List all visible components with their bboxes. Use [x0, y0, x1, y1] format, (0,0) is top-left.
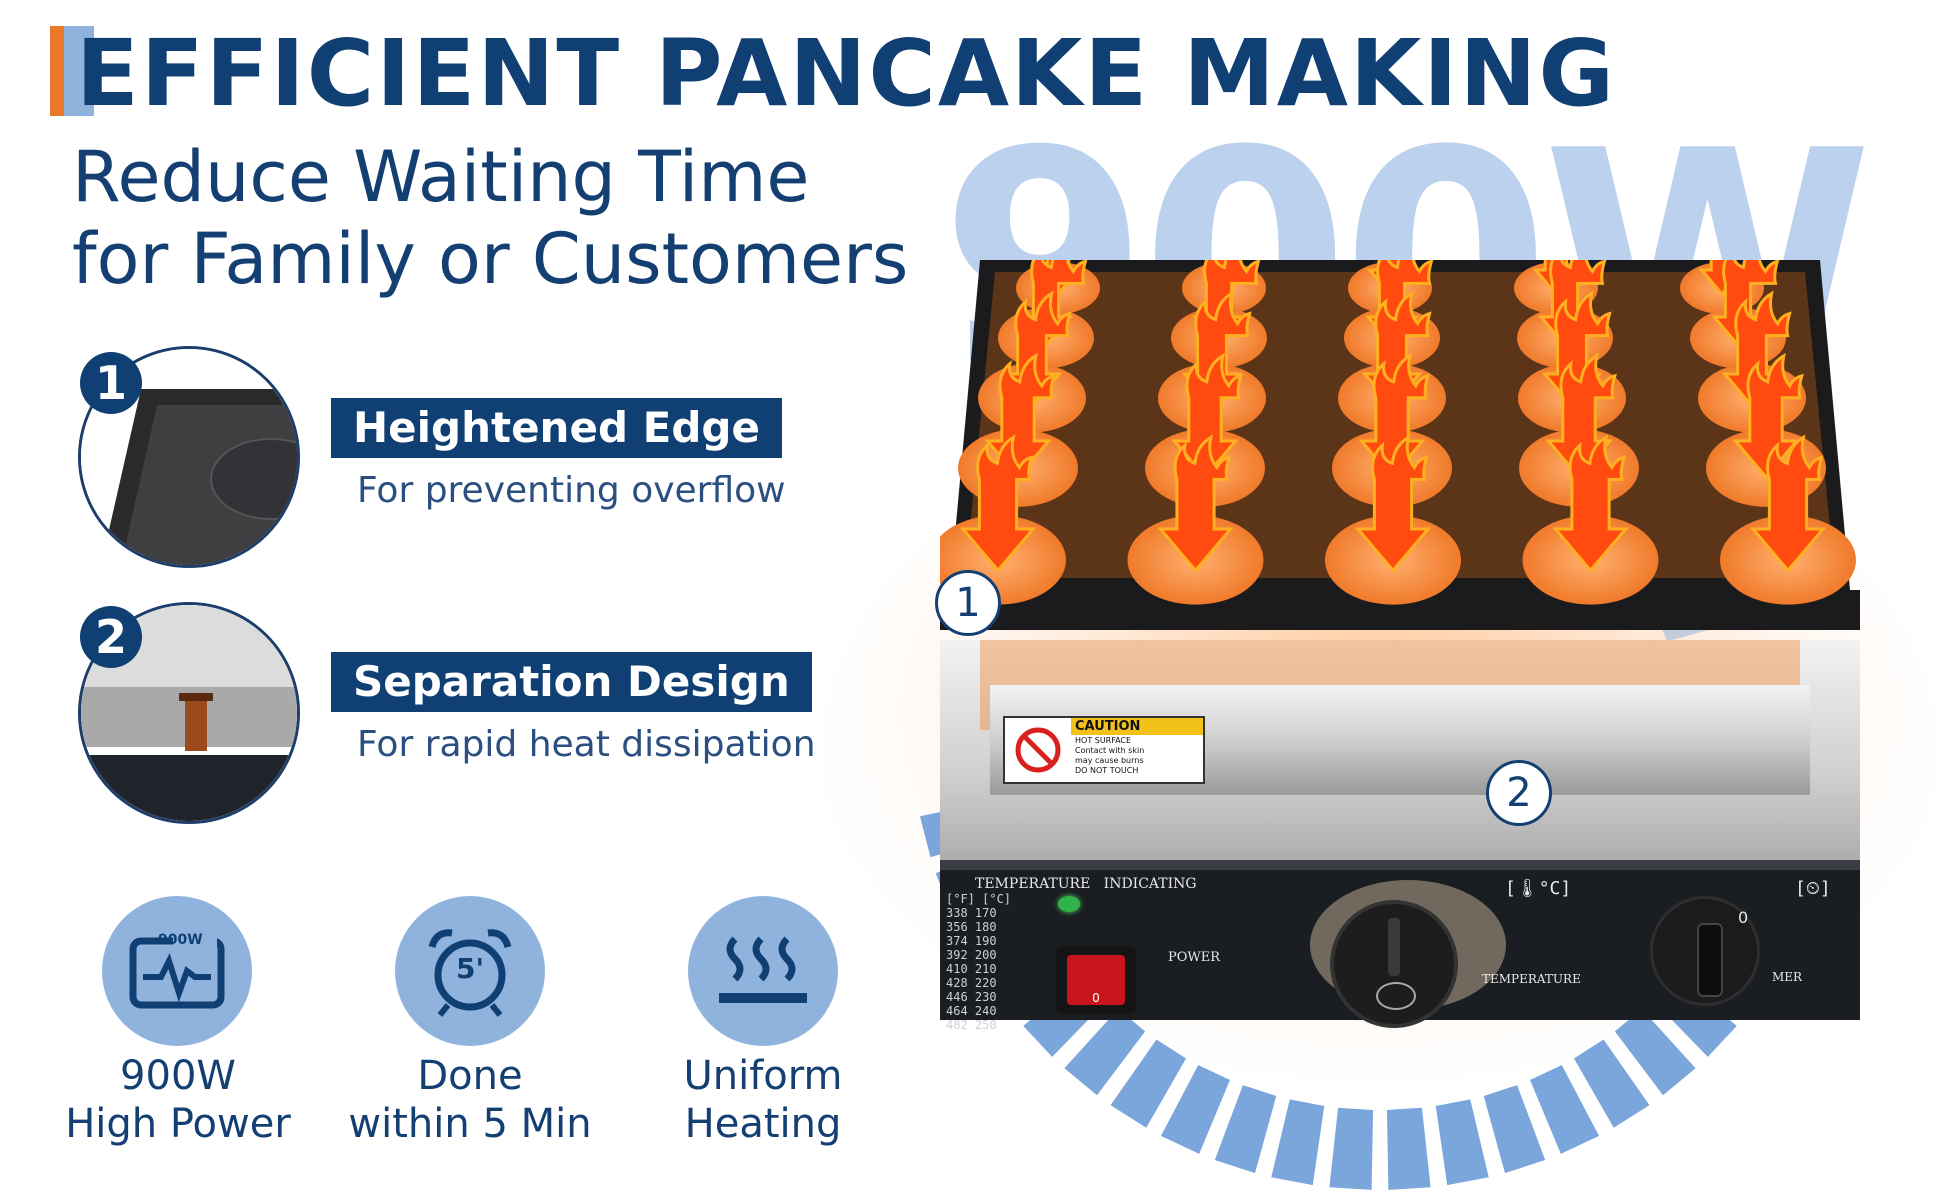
temp-table-row: 410 210 [946, 962, 997, 976]
icon-label-power-line-2: High Power [65, 1101, 291, 1147]
heat-ray [1110, 1039, 1187, 1128]
pancake-cup [1720, 434, 1856, 605]
heat-ray [1483, 1085, 1546, 1174]
power-meter-icon: 900W [102, 896, 252, 1046]
power-label: POWER [1168, 950, 1221, 965]
heat-ray [1160, 1065, 1230, 1154]
temp-table-row: 428 220 [946, 976, 997, 990]
temperature-knob [1330, 900, 1458, 1028]
temp-table-header: [°F] [°C] [946, 892, 1012, 906]
power-switch-rocker: 0 [1067, 955, 1125, 1005]
caution-line: may cause burns [1075, 756, 1144, 765]
caution-line: Contact with skin [1075, 746, 1145, 755]
heat-ray [1386, 1107, 1431, 1190]
heat-waves-icon [688, 896, 838, 1046]
heat-ray [1530, 1065, 1600, 1154]
feature-1-title: Heightened Edge [331, 398, 782, 458]
indicator-light [1058, 896, 1080, 912]
timer-dial-zero: 0 [1738, 908, 1749, 927]
power-switch: 0 [1056, 946, 1136, 1014]
icon-label-heating-line-1: Uniform [683, 1053, 843, 1099]
no-touch-icon [1005, 718, 1071, 782]
feature-2-number: 2 [80, 606, 142, 668]
feature-2-subtitle: For rapid heat dissipation [357, 724, 816, 765]
flame-arrow-icon [1358, 352, 1430, 480]
pancake-maker-product [940, 260, 1860, 1020]
alarm-clock-icon: 5' [395, 896, 545, 1046]
timer-symbol: [⏲] [1795, 878, 1831, 899]
pancake-cup [1522, 434, 1659, 605]
panel-header: TEMPERATURE INDICATING [975, 876, 1197, 892]
heat-ray [1214, 1085, 1277, 1174]
timer-knob [1650, 896, 1760, 1006]
heat-ray [1329, 1107, 1374, 1190]
feature-1-subtitle: For preventing overflow [357, 470, 786, 511]
alarm-clock-badge: 5' [455, 952, 485, 985]
subtitle-line-1: Reduce Waiting Time [72, 136, 810, 218]
pancake-cup [1127, 434, 1264, 605]
feature-1-number: 1 [80, 352, 142, 414]
flame-arrow-icon [1732, 352, 1804, 480]
heat-ray [1573, 1039, 1650, 1128]
callout-1: 1 [935, 570, 1001, 636]
heat-ray [1435, 1099, 1489, 1186]
caution-line: DO NOT TOUCH [1075, 766, 1139, 775]
heat-ray [1271, 1099, 1325, 1186]
pancake-cup [1325, 434, 1461, 605]
temp-table-row: 446 230 [946, 990, 997, 1004]
pancake-cup [940, 434, 1066, 605]
flame-arrow-icon [1749, 434, 1827, 573]
flame-arrow-icon [1157, 434, 1234, 573]
callout-2: 2 [1486, 760, 1552, 826]
thermometer-symbol: [🌡°C] [1505, 878, 1572, 899]
icon-label-power: 900W High Power [28, 1052, 328, 1148]
feature-2-title: Separation Design [331, 652, 812, 712]
power-meter-badge: 900W [158, 932, 203, 948]
subtitle: Reduce Waiting Time for Family or Custom… [72, 136, 908, 300]
flame-arrow-icon [1171, 352, 1243, 480]
caution-title: CAUTION [1071, 718, 1203, 735]
heat-ray [1064, 1009, 1146, 1096]
knob-logo-icon [1376, 982, 1416, 1010]
subtitle-line-2: for Family or Customers [72, 218, 909, 300]
heat-ray [1614, 1009, 1696, 1096]
icon-label-power-line-1: 900W [120, 1053, 236, 1099]
flame-arrow-icon [1552, 434, 1629, 573]
headline-accent-orange [50, 26, 64, 116]
temp-table-row: 338 170 [946, 906, 997, 920]
icon-label-heating: Uniform Heating [613, 1052, 913, 1148]
icon-label-time: Done within 5 Min [320, 1052, 620, 1148]
temp-table-row: 464 240 [946, 1004, 997, 1018]
icon-label-time-line-1: Done [417, 1053, 523, 1099]
icon-label-time-line-2: within 5 Min [348, 1101, 592, 1147]
temp-table-row: 482 250 [946, 1018, 997, 1032]
temp-table-row: 392 200 [946, 948, 997, 962]
caution-line: HOT SURFACE [1075, 736, 1132, 745]
flame-arrow-icon [1354, 434, 1432, 573]
timer-label: MER [1772, 970, 1803, 984]
headline-accent-blue [64, 26, 94, 116]
icon-label-heating-line-2: Heating [684, 1101, 842, 1147]
temp-table-row: 356 180 [946, 920, 997, 934]
flame-arrow-icon [959, 434, 1037, 573]
temperature-label: TEMPERATURE [1482, 972, 1581, 986]
temp-table-row: 374 190 [946, 934, 997, 948]
headline: EFFICIENT PANCAKE MAKING [76, 20, 1616, 127]
